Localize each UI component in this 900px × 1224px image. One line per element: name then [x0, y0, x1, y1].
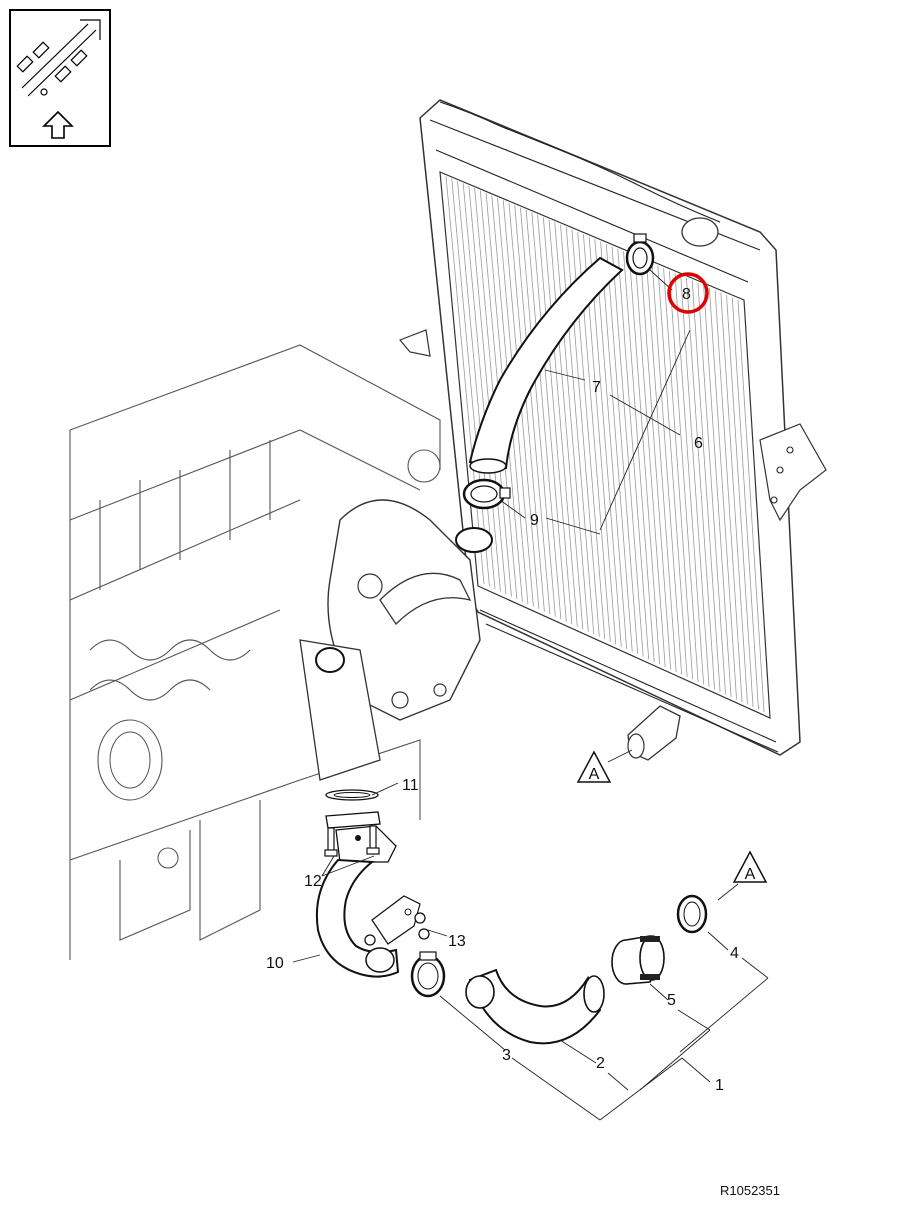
- radiator-fin: [657, 265, 688, 677]
- callout-10: 10: [266, 955, 284, 972]
- radiator-fin: [520, 207, 556, 617]
- radiator-fin: [508, 202, 545, 612]
- radiator-fin: [668, 270, 699, 682]
- callout-11: 11: [402, 777, 419, 794]
- charge-pipe: [315, 858, 421, 978]
- radiator-fin: [462, 183, 501, 592]
- hose-clamp-lower: [462, 478, 511, 510]
- flange: [325, 811, 397, 863]
- connector: [611, 935, 665, 985]
- radiator-fin: [674, 273, 705, 685]
- svg-text:A: A: [589, 766, 600, 783]
- callout-8: 8: [682, 286, 691, 303]
- highlight-circle: [667, 272, 709, 314]
- radiator-fin: [611, 246, 644, 657]
- callout-4: 4: [730, 945, 739, 962]
- svg-text:A: A: [745, 866, 756, 883]
- radiator-fin: [731, 297, 759, 710]
- radiator-fin: [445, 175, 485, 585]
- radiator-fin: [531, 212, 567, 622]
- bolts: [324, 825, 380, 857]
- radiator-fin: [537, 214, 573, 625]
- radiator-fin: [634, 256, 666, 667]
- radiator-fin: [651, 263, 683, 675]
- radiator-fin: [628, 253, 661, 665]
- radiator-fin: [548, 219, 584, 630]
- front-arrow-icon: [9, 9, 111, 147]
- callout-3: 3: [502, 1047, 511, 1064]
- radiator-fin: [663, 268, 694, 680]
- radiator-fin: [703, 285, 732, 697]
- radiator-fin: [594, 239, 628, 650]
- radiator-fin: [605, 244, 639, 655]
- lower-hose: [465, 968, 605, 1045]
- radiator-fin: [600, 241, 633, 652]
- upper-hose: [468, 256, 624, 474]
- callout-12: 12: [304, 873, 322, 890]
- callout-7: 7: [592, 379, 601, 396]
- engine-block: [69, 344, 493, 960]
- callout-2: 2: [596, 1055, 605, 1072]
- section-marker-radiator: A: [576, 750, 612, 783]
- radiator-fin: [645, 261, 677, 672]
- callout-1: 1: [715, 1077, 724, 1094]
- radiator-fin: [514, 205, 551, 615]
- radiator-fin: [457, 180, 496, 590]
- radiator-fin: [720, 292, 748, 705]
- radiator-fin: [542, 217, 578, 627]
- section-marker-clamp: A: [732, 850, 768, 883]
- leader-lines: [292, 269, 769, 1121]
- radiator-fin: [680, 275, 710, 687]
- callout-5: 5: [667, 992, 676, 1009]
- hose-clamp-3: [410, 951, 446, 998]
- radiator-fin: [640, 258, 672, 670]
- radiator-fin: [686, 278, 715, 690]
- callout-9: 9: [530, 512, 539, 529]
- callout-13: 13: [448, 933, 466, 950]
- radiator-fin: [737, 299, 765, 713]
- radiator-fin: [697, 282, 726, 695]
- radiator-fin: [623, 251, 655, 662]
- hose-clamp-upper: [625, 233, 655, 276]
- radiator-fin: [468, 185, 507, 595]
- hose-clamp-4: [676, 894, 708, 934]
- gasket: [325, 789, 379, 801]
- radiator-fin: [525, 210, 562, 620]
- radiator-fin: [554, 222, 589, 632]
- nuts: [404, 908, 430, 940]
- radiator-fin: [588, 236, 622, 647]
- callout-6: 6: [694, 435, 703, 452]
- radiator-fin: [726, 295, 754, 708]
- radiator-fin: [691, 280, 721, 692]
- reference-code: R1052351: [720, 1183, 780, 1198]
- radiator-fin: [451, 178, 490, 587]
- radiator-fin: [714, 290, 743, 702]
- radiator-fin: [708, 287, 737, 700]
- radiator-fin: [617, 248, 650, 660]
